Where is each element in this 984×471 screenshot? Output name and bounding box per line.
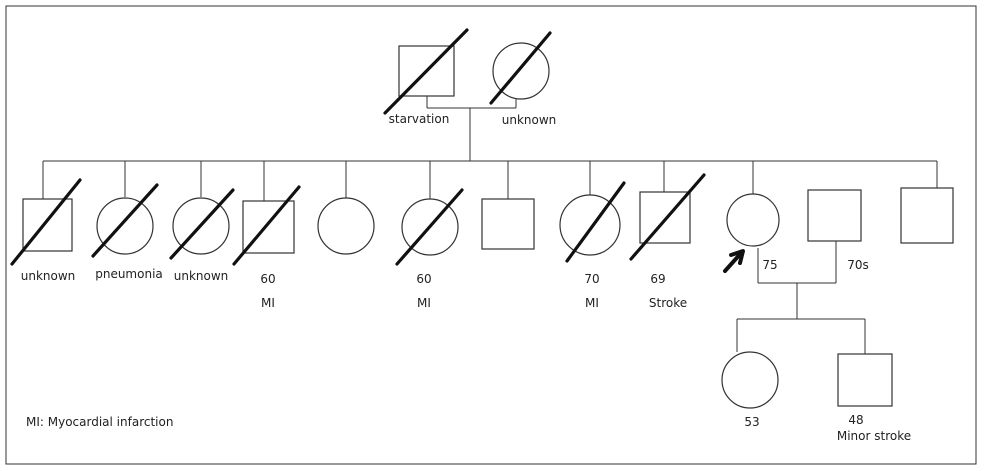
proband-arrow-icon xyxy=(723,249,745,273)
sibling-1-label: unknown xyxy=(21,269,76,283)
sibling-11 xyxy=(900,187,954,244)
sibling-8-cause: MI xyxy=(585,296,599,310)
grandmother xyxy=(489,31,552,105)
sibling-4 xyxy=(232,185,301,266)
sibling-9-age: 69 xyxy=(650,272,665,286)
sibling-2 xyxy=(91,183,159,258)
grandfather xyxy=(383,28,469,115)
child-2-age: 48 xyxy=(848,413,863,427)
sibling-10-proband xyxy=(726,193,780,247)
sibling-6-cause: MI xyxy=(417,296,431,310)
sibling-7 xyxy=(481,198,535,250)
spouse xyxy=(807,189,862,242)
sibling-2-label: pneumonia xyxy=(95,267,163,281)
grandfather-label: starvation xyxy=(389,112,450,126)
sibling-3-label: unknown xyxy=(174,269,229,283)
sibling-8-age: 70 xyxy=(584,272,599,286)
child-2 xyxy=(837,353,893,407)
child-2-condition: Minor stroke xyxy=(837,429,911,443)
sibling-9-cause: Stroke xyxy=(649,296,687,310)
child-1-age: 53 xyxy=(744,415,759,429)
sibling-4-cause: MI xyxy=(261,296,275,310)
legend: MI: Myocardial infarction xyxy=(26,415,173,429)
sibling-6-age: 60 xyxy=(416,272,431,286)
sibling-4-age: 60 xyxy=(260,272,275,286)
sibling-9 xyxy=(629,173,706,261)
sibling-5 xyxy=(317,197,375,255)
sibling-1 xyxy=(10,178,82,266)
grandmother-label: unknown xyxy=(502,113,557,127)
sibling-3 xyxy=(169,188,235,260)
spouse-age: 70s xyxy=(847,258,869,272)
child-1 xyxy=(721,351,779,409)
proband-age: 75 xyxy=(762,258,777,272)
relationship-lines xyxy=(42,96,938,354)
sibling-8 xyxy=(559,181,626,263)
sibling-6 xyxy=(395,188,464,266)
